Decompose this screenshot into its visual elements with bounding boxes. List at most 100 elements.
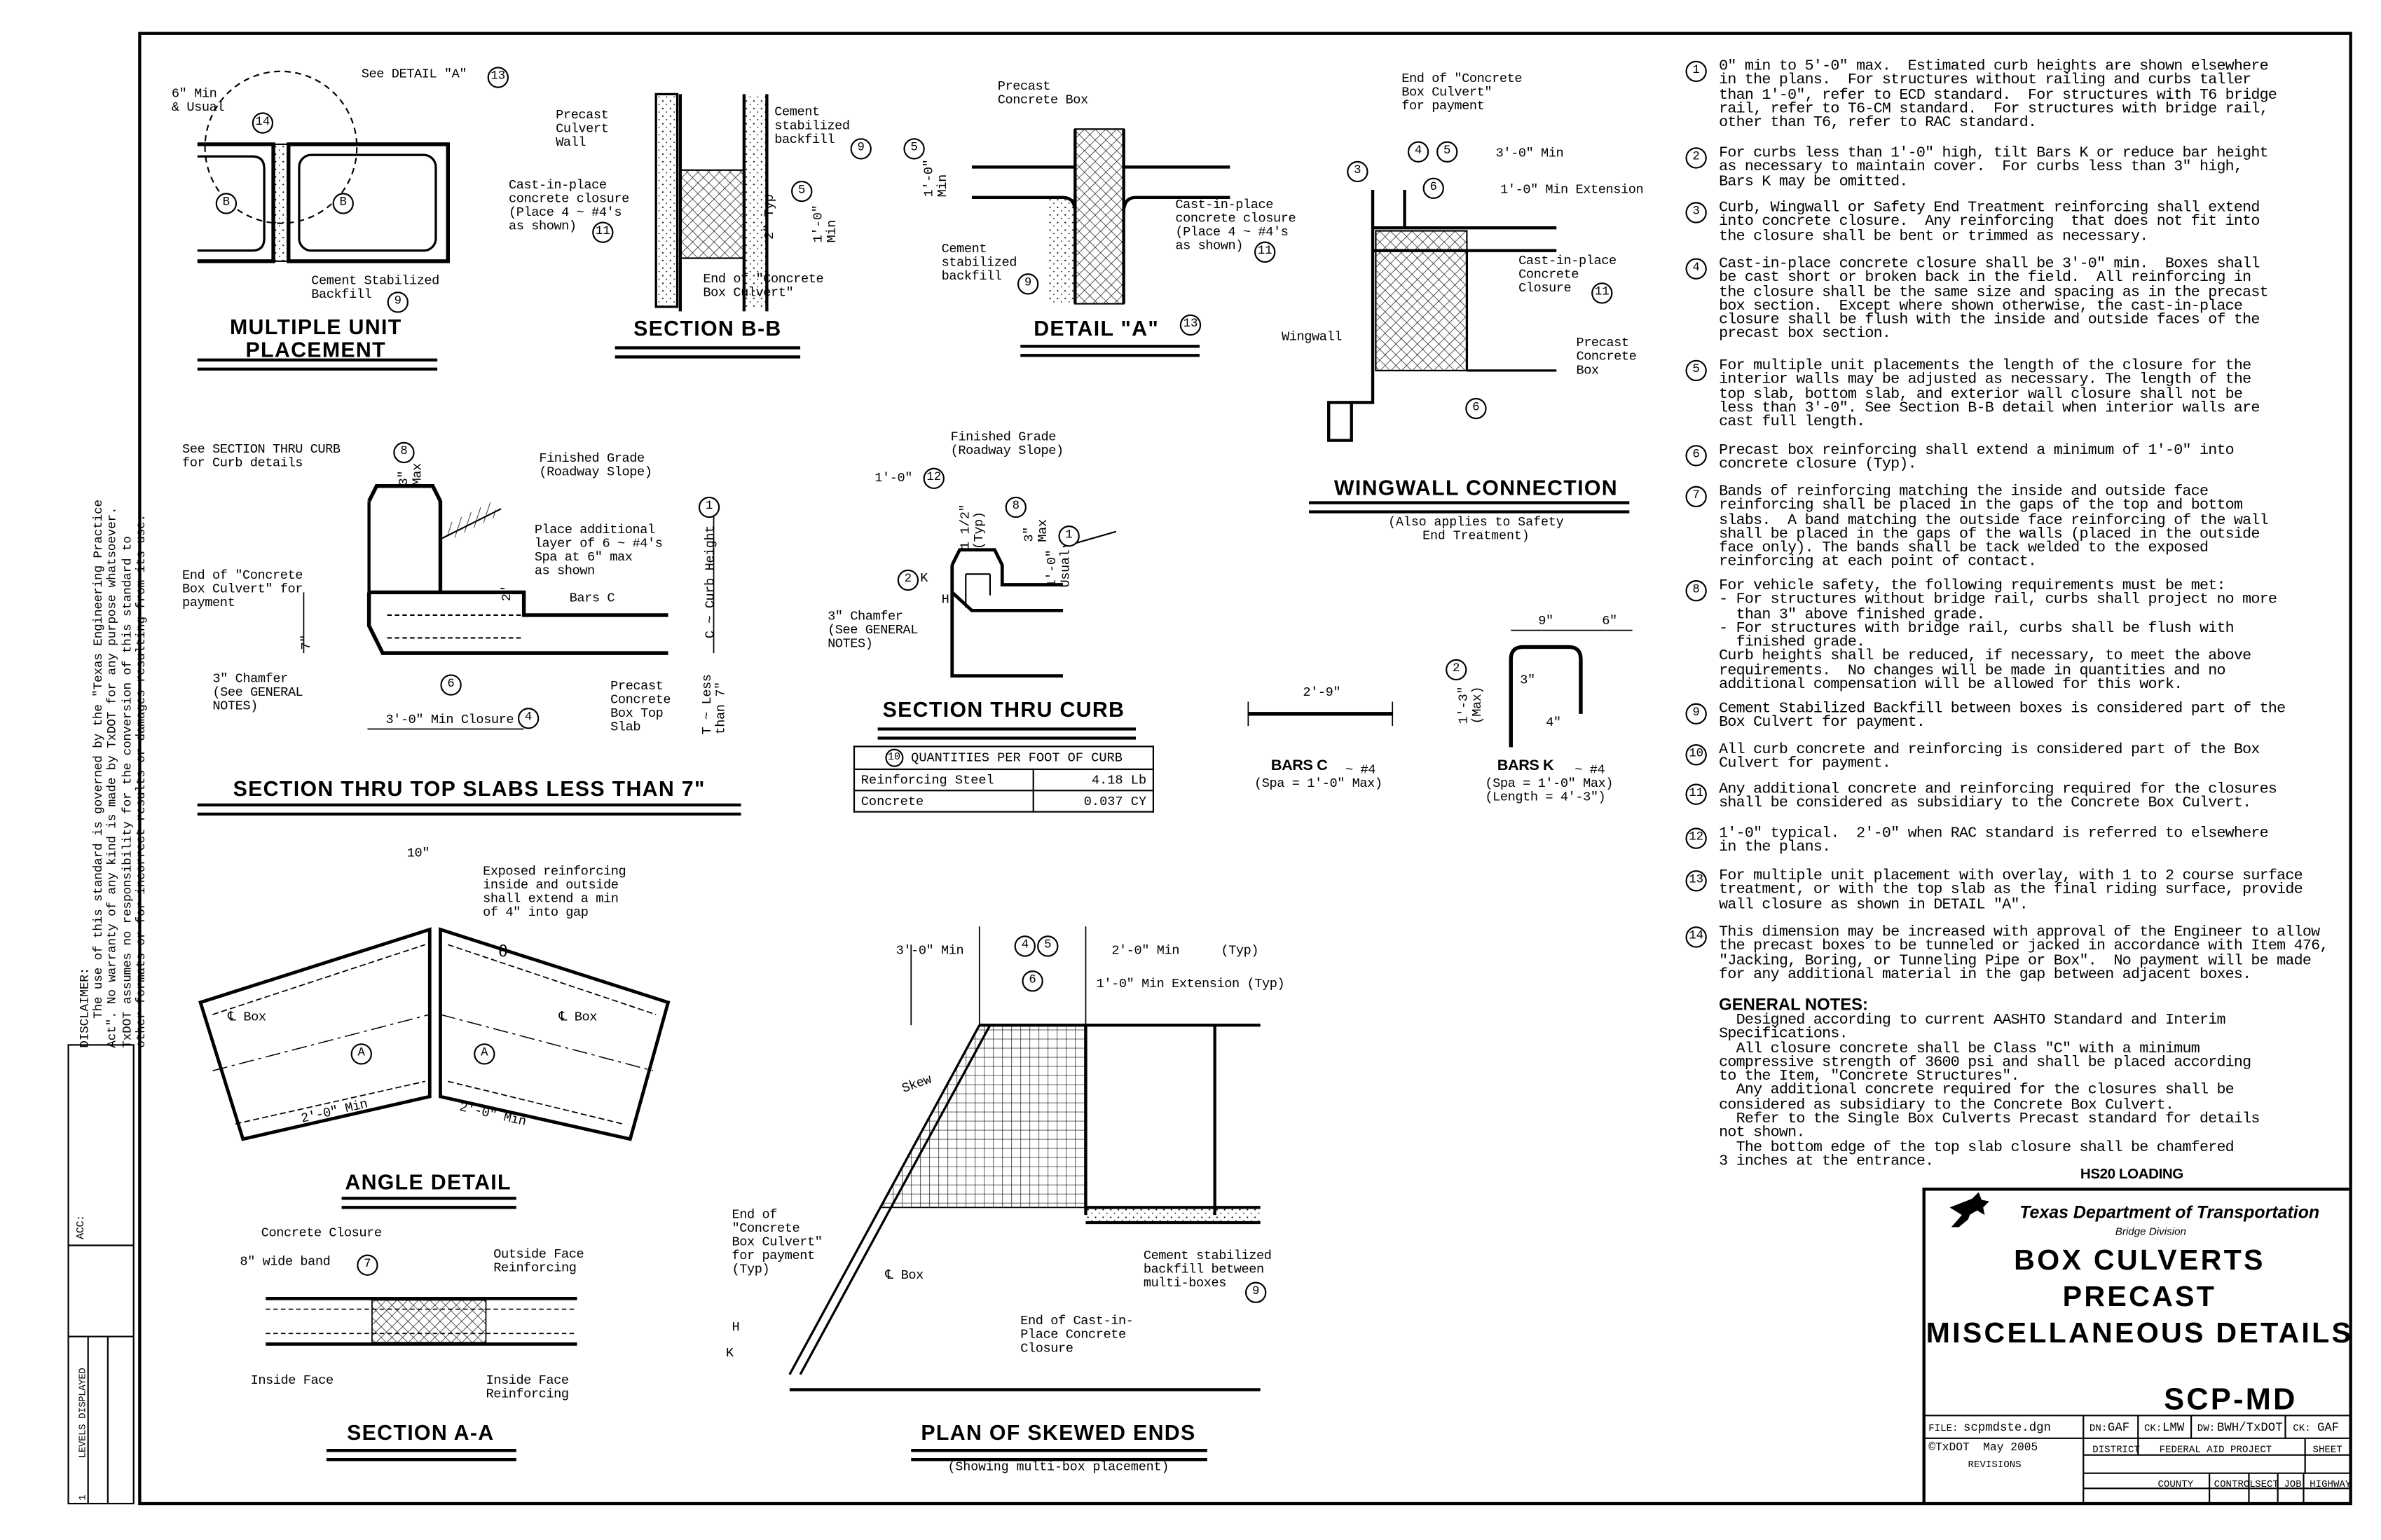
label: θ <box>498 944 508 963</box>
dw-label: DW: <box>2197 1423 2216 1434</box>
wingwall-connection-title: WINGWALL CONNECTION <box>1333 475 1618 500</box>
label: Place additional layer of 6 ~ #4's Spa a… <box>534 522 663 579</box>
label: H <box>732 1319 740 1335</box>
title-line-1: BOX CULVERTS <box>2014 1245 2265 1278</box>
label: K <box>920 571 928 586</box>
label: Cement stabilized backfill between multi… <box>1143 1248 1272 1291</box>
dw-value: BWH/TxDOT <box>2216 1421 2283 1436</box>
detail-a-title: DETAIL "A" <box>1034 315 1160 341</box>
callout-9: 9 <box>387 291 409 313</box>
wingwall-connection-subtitle: (Also applies to Safety End Treatment) <box>1388 514 1564 544</box>
dn-label: DN: <box>2089 1423 2108 1434</box>
title-block-lines <box>1922 1415 2351 1504</box>
callout-6: 6 <box>440 674 462 696</box>
note-text: Cement Stabilized Backfill between boxes… <box>1719 701 2286 733</box>
callout-4: 4 <box>1014 935 1036 957</box>
section-marker-b: B <box>332 193 354 214</box>
sheet-label: SHEET <box>2312 1444 2342 1455</box>
callout-5: 5 <box>791 180 813 202</box>
bars-c-shape <box>1247 701 1394 727</box>
label: 1'-0" Min Extension (Typ) <box>1096 976 1285 992</box>
label: 8" wide band <box>240 1254 331 1270</box>
callout-5: 5 <box>1685 359 1707 382</box>
label: Wingwall <box>1282 329 1343 345</box>
quantity-value: 0.037 CY <box>1032 790 1154 813</box>
callout-1: 1 <box>698 496 720 518</box>
highway-label: HIGHWAY <box>2310 1479 2352 1490</box>
label: Bars C <box>569 591 615 606</box>
label: Inside Face <box>250 1373 334 1389</box>
note-text: For multiple unit placement with overlay… <box>1719 868 2303 914</box>
callout-3: 3 <box>1685 202 1707 224</box>
label: ~ #4 <box>1574 762 1605 778</box>
label: 1'-0" Min Extension <box>1500 182 1644 198</box>
label: ℄ Box <box>885 1268 924 1284</box>
label: ℄ Box <box>558 1010 598 1026</box>
label: 1'-0" Min <box>811 205 840 243</box>
callout-4: 4 <box>1685 258 1707 280</box>
label: (Typ) <box>1221 943 1259 958</box>
copyright: ©TxDOT May 2005 <box>1928 1443 2038 1455</box>
quantities-table: 10 QUANTITIES PER FOOT OF CURB Reinforci… <box>853 745 1154 813</box>
plan-of-skewed-ends-drawing <box>788 926 1261 1462</box>
label: T ~ Less than 7" <box>700 674 729 735</box>
section-marker-b: B <box>215 193 238 214</box>
callout-13: 13 <box>1685 870 1707 892</box>
ck2-label: CK: <box>2293 1423 2311 1434</box>
ck-label: CK: <box>2143 1423 2162 1434</box>
revisions-label: REVISIONS <box>1968 1459 2022 1471</box>
label: ℄ Box <box>228 1010 266 1026</box>
label: 1'-3" (Max) <box>1456 686 1485 724</box>
quantity-item: Concrete <box>853 790 1034 813</box>
general-notes-heading: GENERAL NOTES: <box>1719 996 1868 1015</box>
label: 3" Max <box>396 463 425 486</box>
district-label: DISTRICT <box>2092 1444 2140 1455</box>
label: 1'-0" Min <box>921 159 951 198</box>
callout-6: 6 <box>1422 177 1444 199</box>
section-thru-curb-title: SECTION THRU CURB <box>882 696 1125 722</box>
callout-6: 6 <box>1685 445 1707 467</box>
label: Precast Culvert Wall <box>556 107 609 151</box>
label: 1 1/2" (Typ) <box>958 504 987 550</box>
bars-k-title: BARS K <box>1497 757 1554 775</box>
callout-12: 12 <box>1685 827 1707 849</box>
quantities-header: 10 QUANTITIES PER FOOT OF CURB <box>853 745 1154 771</box>
label: 10" <box>406 846 430 862</box>
angle-detail-drawing <box>198 927 671 1209</box>
callout-6: 6 <box>1465 397 1487 420</box>
bars-c-title: BARS C <box>1270 757 1328 775</box>
label: 1'-0" <box>874 470 912 486</box>
label: 6" <box>1602 613 1617 629</box>
section-a-a-drawing <box>266 1296 577 1462</box>
quantity-value: 4.18 Lb <box>1032 768 1154 792</box>
label: End of "Concrete Box Culvert" for paymen… <box>732 1207 823 1278</box>
label: 3" Chamfer (See GENERAL NOTES) <box>828 609 919 652</box>
callout-1: 1 <box>1685 60 1707 83</box>
note-text: For multiple unit placements the length … <box>1719 358 2260 432</box>
job-label: JOB <box>2284 1479 2302 1490</box>
multiple-unit-placement-drawing <box>197 70 451 371</box>
callout-7: 7 <box>1685 486 1707 508</box>
label: 9" <box>1538 613 1553 629</box>
callout-9: 9 <box>850 138 872 160</box>
callout-4: 4 <box>517 708 540 729</box>
callout-13: 13 <box>1179 314 1202 336</box>
label: Cast-in-place concrete closure (Place 4 … <box>1175 197 1296 254</box>
title-block: Texas Department of Transportation Bridg… <box>1922 1188 2354 1504</box>
callout-11: 11 <box>1591 282 1613 304</box>
label: 3" <box>1520 673 1535 688</box>
detail-a-drawing <box>971 128 1230 357</box>
dn-value: GAF <box>2107 1421 2130 1436</box>
callout-7: 7 <box>357 1254 378 1276</box>
label: Exposed reinforcing inside and outside s… <box>483 864 626 921</box>
title-line-3: MISCELLANEOUS DETAILS <box>1926 1318 2354 1351</box>
callout-14: 14 <box>1685 926 1707 948</box>
note-text: Cast-in-place concrete closure shall be … <box>1719 256 2269 344</box>
label: Cast-in-place concrete closure (Place 4 … <box>508 177 629 234</box>
label: Outside Face Reinforcing <box>493 1246 584 1276</box>
title-line-2: PRECAST <box>2062 1281 2217 1314</box>
acc-label: ACC: <box>76 1215 88 1239</box>
sect-label: SECT <box>2255 1479 2279 1490</box>
